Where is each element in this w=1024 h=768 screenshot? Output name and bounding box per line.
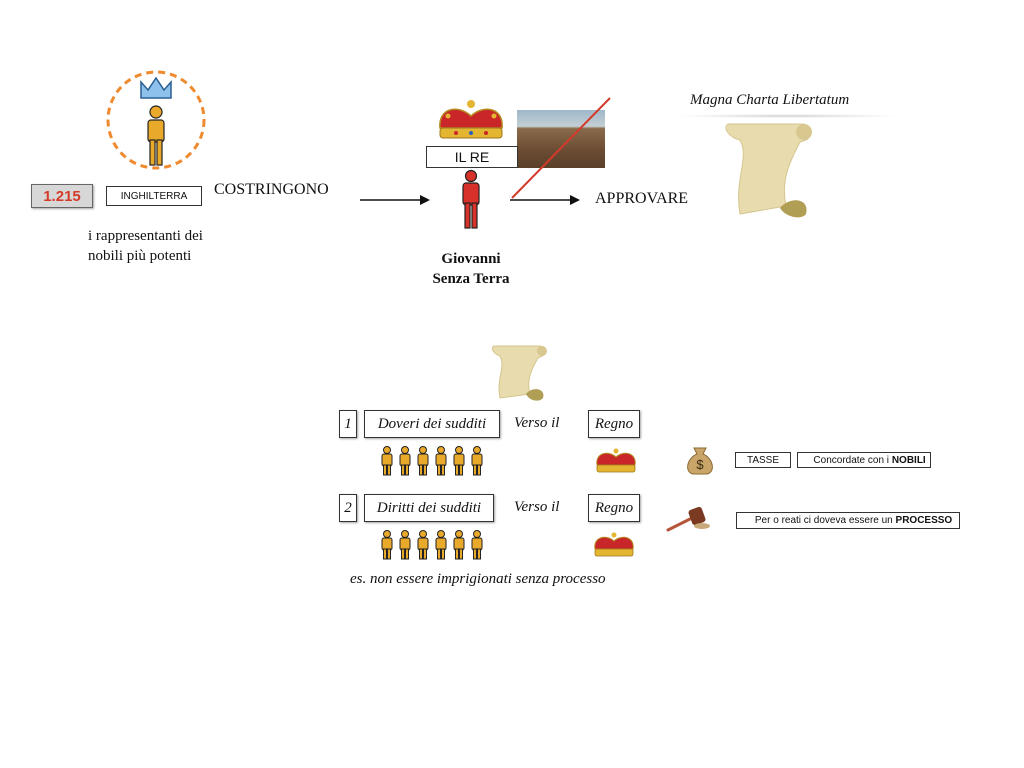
verb-text: COSTRINGONO: [214, 181, 329, 198]
row2-connector: Verso il: [514, 499, 560, 515]
king-name: Giovanni Senza Terra: [432, 251, 510, 287]
approve-text: APPROVARE: [595, 190, 689, 207]
row1-subject: Doveri dei sudditi: [364, 410, 500, 438]
year-text: 1.215: [43, 187, 81, 205]
strike-line: [511, 97, 611, 199]
land-image: [517, 110, 605, 168]
row1-connector: Verso il: [514, 415, 560, 431]
noble-group: [106, 70, 206, 170]
gavel-icon: [666, 506, 710, 532]
arrow-right-icon-2: [510, 195, 580, 205]
people-group-icon-2: [381, 530, 483, 560]
row1-target: Regno: [588, 410, 640, 438]
king-person-icon: [462, 169, 480, 229]
money-bag-icon: $: [687, 447, 713, 475]
country-label: INGHILTERRA: [106, 186, 202, 206]
row1-note-label: TASSE: [735, 452, 791, 468]
row2-number: 2: [339, 494, 357, 522]
royal-crown-icon-small-1: [596, 448, 636, 473]
svg-text:$: $: [696, 457, 704, 472]
year-badge: 1.215: [31, 184, 93, 208]
row1-number: 1: [339, 410, 357, 438]
royal-crown-icon: [439, 100, 503, 139]
arrow-right-icon: [360, 195, 430, 205]
example-text: es. non essere imprigionati senza proces…: [350, 571, 606, 587]
scroll-icon-large: [725, 123, 812, 218]
title-underline: [672, 114, 902, 118]
scroll-icon-small: [491, 345, 547, 401]
nobles-caption: i rappresentanti dei nobili più potenti: [88, 228, 203, 264]
row2-subject: Diritti dei sudditi: [364, 494, 494, 522]
row2-note-text: Per o reati ci doveva essere un PROCESSO: [736, 512, 960, 529]
crown-icon: [140, 76, 172, 99]
noble-person-icon: [147, 105, 165, 166]
charter-title: Magna Charta Libertatum: [690, 92, 850, 108]
king-label: IL RE: [426, 146, 518, 168]
people-group-icon-1: [381, 446, 483, 476]
row2-target: Regno: [588, 494, 640, 522]
royal-crown-icon-small-2: [594, 532, 634, 557]
row1-note-text: Concordate con i NOBILI: [797, 452, 931, 468]
